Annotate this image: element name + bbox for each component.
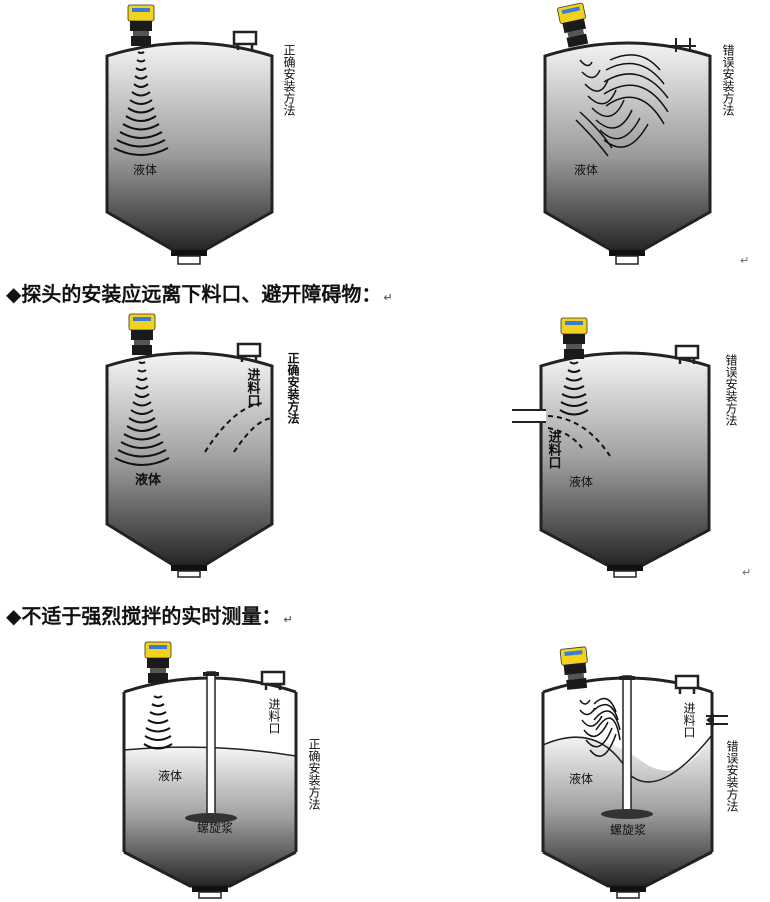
agitator-shaft [622, 675, 632, 815]
radar-probe-icon [560, 317, 588, 360]
radar-beam-icon [143, 695, 173, 750]
paragraph-mark: ↵ [742, 566, 752, 579]
scattered-beam-icon [575, 54, 669, 157]
propeller-icon [185, 813, 237, 823]
wrong-label-3: 错误安装方法 [725, 740, 739, 812]
liquid-label-1: 液体 [133, 162, 157, 177]
radar-probe-icon [559, 646, 591, 691]
paragraph-mark: ↵ [740, 254, 750, 267]
section-heading-probe-placement: ◆探头的安装应远离下料口、避开障碍物：↵ [6, 282, 393, 306]
tank-row1-left [105, 4, 274, 265]
radar-probe-icon [128, 313, 156, 356]
inlet-label-1: 进料口 [245, 368, 261, 407]
inlet-label-2: 进料口 [546, 430, 562, 469]
correct-label-1: 正确安装方法 [282, 44, 296, 116]
inlet-label-4: 进料口 [682, 702, 696, 738]
inlet-label-3: 进料口 [267, 698, 281, 734]
liquid-label-5: 液体 [158, 768, 182, 783]
correct-label-3: 正确安装方法 [307, 738, 321, 810]
tank-row3-left [122, 641, 298, 899]
tank-row2-right [512, 317, 711, 578]
feed-stream-icon [204, 402, 265, 453]
section-heading-agitation: ◆不适于强烈搅拌的实时测量：↵ [6, 604, 293, 628]
wrong-label-1: 错误安装方法 [721, 44, 735, 116]
propeller-label-1: 螺旋浆 [197, 820, 233, 835]
scattered-beam-icon [579, 697, 621, 757]
tank-row3-right [541, 646, 728, 899]
tank-row2-left [105, 313, 274, 578]
liquid-label-3: 液体 [135, 472, 162, 488]
liquid-label-6: 液体 [569, 771, 593, 786]
liquid-label-2: 液体 [574, 162, 598, 177]
agitator-shaft [206, 671, 216, 819]
liquid-label-4: 液体 [569, 474, 593, 489]
feed-stream-icon [547, 415, 611, 457]
wrong-label-2: 错误安装方法 [724, 354, 738, 426]
tank-row1-right [543, 2, 712, 265]
correct-label-2: 正确安装方法 [286, 352, 300, 425]
radar-probe-icon [127, 4, 155, 47]
radar-probe-icon [144, 641, 172, 684]
radar-probe-tilted-icon [556, 2, 592, 49]
propeller-icon [601, 809, 653, 819]
propeller-label-2: 螺旋浆 [610, 822, 646, 837]
